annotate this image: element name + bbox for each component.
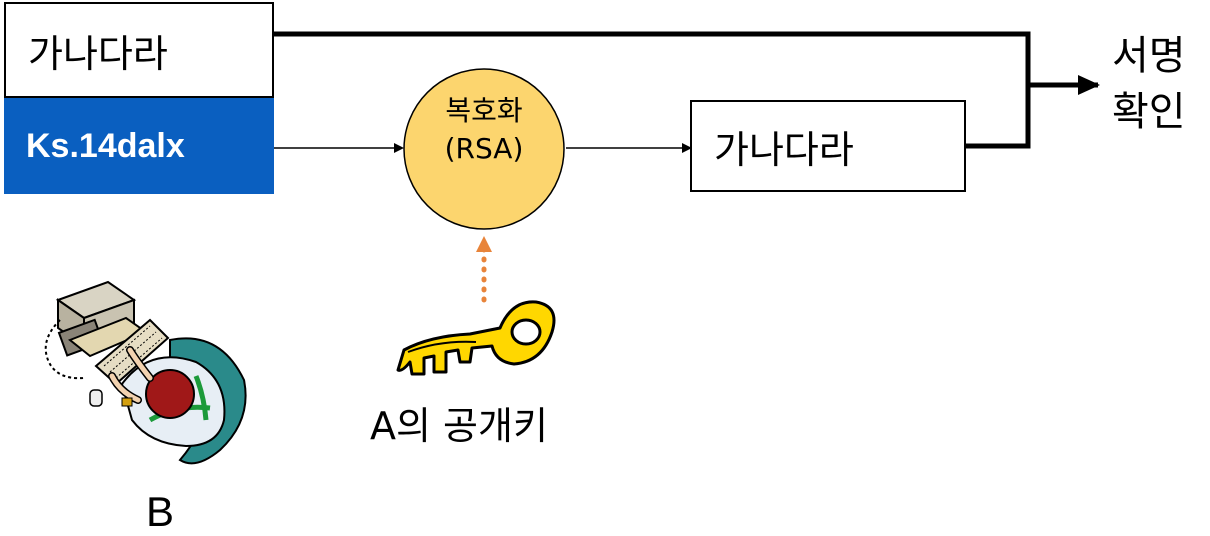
- decrypted-output-box: 가나다라: [690, 100, 966, 192]
- decrypt-node-line1: 복호화: [445, 94, 523, 127]
- output-to-verify-line: [966, 85, 1031, 149]
- key-icon: [396, 300, 556, 376]
- plaintext-to-verify-line: [274, 31, 1031, 85]
- plaintext-message-box: 가나다라: [4, 2, 274, 98]
- verify-line2: 확인: [1112, 89, 1186, 135]
- plaintext-label: 가나다라: [28, 31, 168, 76]
- person-at-computer-icon: [44, 280, 247, 465]
- verify-line1: 서명: [1112, 33, 1186, 79]
- signature-label: Ks.14dalx: [26, 126, 185, 165]
- decrypted-output-label: 가나다라: [714, 127, 854, 172]
- signature-box: Ks.14dalx: [4, 98, 274, 194]
- verify-label: 서명 확인: [1112, 28, 1186, 140]
- person-label: B: [146, 488, 175, 535]
- decrypt-node: [403, 68, 565, 230]
- public-key-label: A의 공개키: [370, 404, 548, 448]
- decrypt-node-label: 복호화 (RSA): [404, 92, 564, 168]
- decrypt-node-line2: (RSA): [444, 132, 524, 165]
